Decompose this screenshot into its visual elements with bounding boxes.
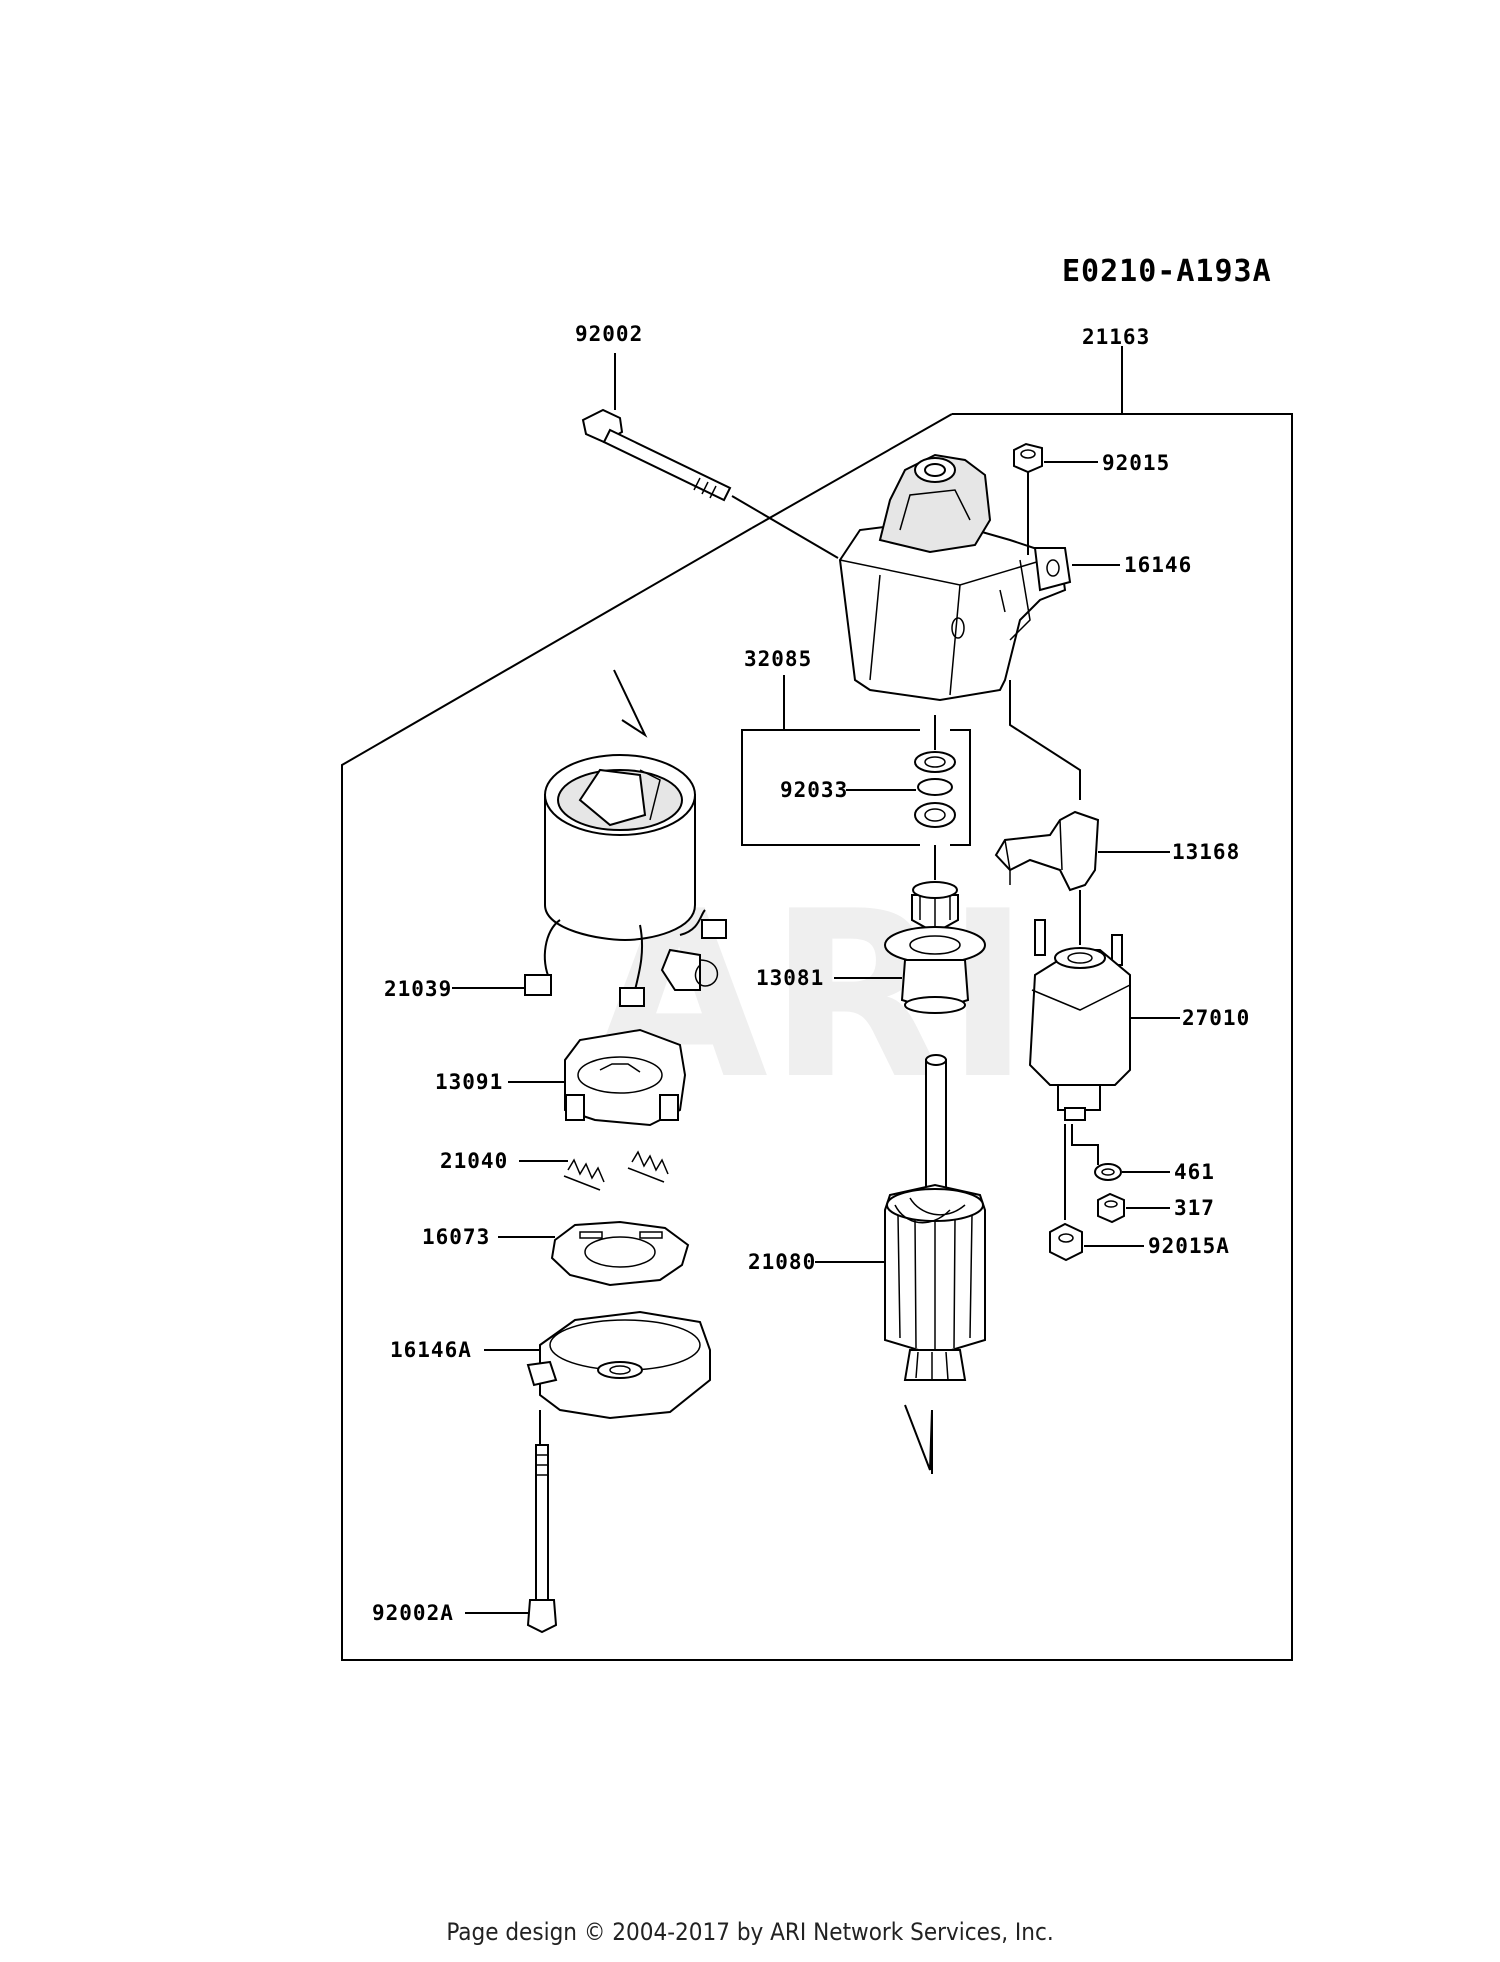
label-21039: 21039	[384, 977, 452, 1001]
label-32085: 32085	[744, 647, 812, 671]
footer-copyright: Page design © 2004-2017 by ARI Network S…	[446, 1918, 1054, 1946]
yoke-21039	[452, 669, 727, 1007]
brush-holder-13091	[508, 1028, 687, 1127]
solenoid-27010	[1028, 915, 1180, 1121]
armature-21080	[815, 1054, 986, 1474]
pinion-13081	[834, 881, 986, 1014]
nut-92015	[1013, 442, 1098, 555]
diagram-code: E0210-A193A	[1062, 254, 1272, 289]
label-13091: 13091	[435, 1070, 503, 1094]
washer-set-32085	[741, 675, 971, 880]
label-21040: 21040	[440, 1149, 508, 1173]
label-21080: 21080	[748, 1250, 816, 1274]
label-27010: 27010	[1182, 1006, 1250, 1030]
label-13081: 13081	[756, 966, 824, 990]
label-13168: 13168	[1172, 840, 1240, 864]
bolt-92002	[581, 353, 839, 559]
label-317: 317	[1174, 1196, 1215, 1220]
springs-21040	[519, 1150, 669, 1191]
front-housing-16146	[838, 453, 1120, 702]
rear-cover-16146A	[484, 1310, 711, 1445]
label-461: 461	[1174, 1160, 1215, 1184]
bolt-92002A	[465, 1444, 558, 1634]
label-16146: 16146	[1124, 553, 1192, 577]
shift-lever-13168	[994, 680, 1170, 915]
label-92015: 92015	[1102, 451, 1170, 475]
label-92033: 92033	[780, 778, 848, 802]
assembly-boundary	[341, 413, 1293, 1661]
label-92002: 92002	[575, 322, 643, 346]
label-21163: 21163	[1082, 325, 1150, 349]
nuts-and-washers	[1049, 1124, 1170, 1262]
label-16146A: 16146A	[390, 1338, 472, 1362]
label-16073: 16073	[422, 1225, 490, 1249]
brush-plate-16073	[498, 1220, 690, 1287]
label-92002A: 92002A	[372, 1601, 454, 1625]
label-92015A: 92015A	[1148, 1234, 1230, 1258]
